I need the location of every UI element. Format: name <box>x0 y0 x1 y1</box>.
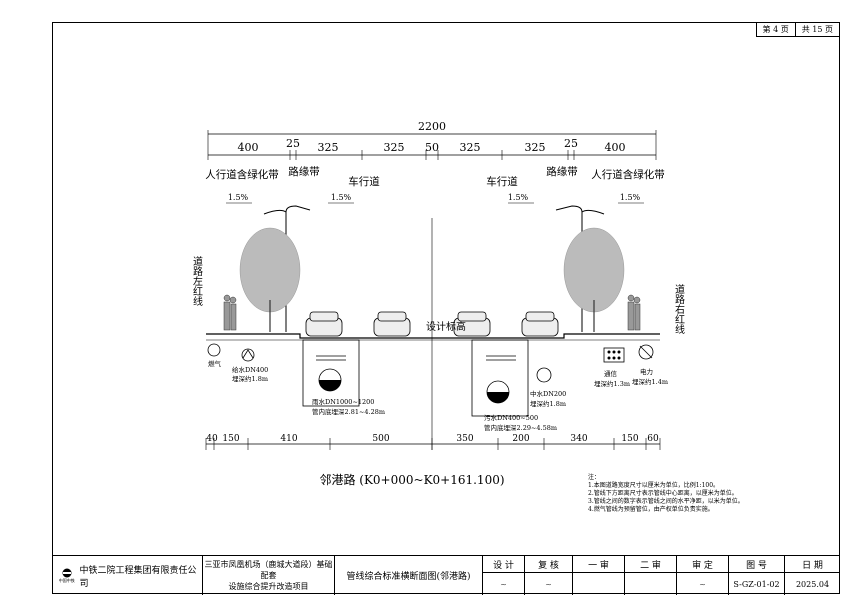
label-power: 电力 <box>640 367 653 376</box>
drawing-no-label: 图 号 <box>729 556 784 573</box>
drawing-no-cell: 图 号 S-GZ-01-02 <box>729 556 785 595</box>
project-cell: 三亚市凤凰机场（鹿城大道段）基础配套 设施综合提升改造项目 <box>203 556 335 595</box>
dim-bottom-7: 340 <box>570 434 587 444</box>
label-sewage-1: 污水DN400~500 <box>484 413 538 422</box>
zone-left-curb: 路缘带 <box>288 165 320 178</box>
design-signature: ~ <box>500 579 507 589</box>
dim-seg-9: 400 <box>605 141 626 154</box>
drawing-no: S-GZ-01-02 <box>733 579 780 589</box>
zone-right-walk: 人行道含绿化带 <box>591 168 665 181</box>
review-cell: 复 核 ~ <box>525 556 573 595</box>
note-2: 2.管线下方距离尺寸表示管线中心距离，以厘米为单位。 <box>588 490 738 497</box>
notes: 注： 1.本图道路宽度尺寸以厘米为单位，比例1:100。 2.管线下方距离尺寸表… <box>588 474 744 514</box>
dim-bottom-6: 200 <box>512 434 529 444</box>
note-3: 3.管线之间的数字表示管线之间的水平净距，以米为单位。 <box>588 498 744 505</box>
second-review-label: 二 审 <box>625 556 676 573</box>
title-block: 中国中铁 中铁二院工程集团有限责任公司 三亚市凤凰机场（鹿城大道段）基础配套 设… <box>52 555 840 595</box>
dim-bottom-1: 40 <box>206 434 218 444</box>
road-title: 邻港路 (K0+000~K0+161.100) <box>319 472 504 487</box>
dim-seg-4: 325 <box>384 141 405 154</box>
first-review-cell: 一 审 <box>573 556 625 595</box>
review-label: 复 核 <box>525 556 572 573</box>
slope-3: 1.5% <box>508 193 529 202</box>
dim-seg-6: 325 <box>460 141 481 154</box>
note-4: 4.燃气管线为预留管位，由产权单位负责实施。 <box>588 506 714 513</box>
zone-left-lane: 车行道 <box>348 175 380 188</box>
dim-bottom-3: 410 <box>280 434 297 444</box>
label-power-depth: 埋深约1.4m <box>632 377 668 386</box>
dim-seg-8: 25 <box>564 137 578 150</box>
label-gas: 燃气 <box>208 359 222 368</box>
slope-2: 1.5% <box>331 193 352 202</box>
date-value: 2025.04 <box>795 579 830 589</box>
label-telecom-depth: 埋深约1.3m <box>594 379 630 388</box>
dim-bottom-4: 500 <box>372 434 389 444</box>
label-water-depth: 埋深约1.8m <box>232 374 268 383</box>
zone-right-curb: 路缘带 <box>546 165 578 178</box>
slope-1: 1.5% <box>228 193 249 202</box>
drawing-title: 管线综合标准横断面图(邻港路) <box>335 556 483 595</box>
zone-right-lane: 车行道 <box>486 175 518 188</box>
project-line-1: 三亚市凤凰机场（鹿城大道段）基础配套 <box>204 560 333 580</box>
note-1: 1.本图道路宽度尺寸以厘米为单位，比例1:100。 <box>588 482 720 489</box>
approve-label: 审 定 <box>677 556 728 573</box>
project-line-2: 设施综合提升改造项目 <box>228 582 309 591</box>
label-reclaimed-1: 中水DN200 <box>530 389 566 398</box>
page-number: 第 4 页 <box>757 23 796 36</box>
dim-seg-7: 325 <box>525 141 546 154</box>
first-review-label: 一 审 <box>573 556 624 573</box>
crec-logo-icon <box>62 568 72 577</box>
dim-bottom-9: 60 <box>647 434 659 444</box>
label-reclaimed-2: 埋深约1.8m <box>530 399 566 408</box>
design-label: 设 计 <box>483 556 524 573</box>
approve-signature: ~ <box>699 579 706 589</box>
slope-4: 1.5% <box>620 193 641 202</box>
design-elevation: 设计标高 <box>426 320 466 333</box>
dim-bottom-5: 350 <box>456 434 473 444</box>
notes-heading: 注： <box>588 474 601 481</box>
red-line-right: 道路右红线 <box>673 283 685 334</box>
page-total: 共 15 页 <box>801 25 833 34</box>
label-sewage-2: 管内底埋深2.29~4.58m <box>484 423 557 432</box>
dim-seg-5: 50 <box>425 141 439 154</box>
dim-seg-1: 400 <box>238 141 259 154</box>
dim-total: 2200 <box>418 120 446 133</box>
date-label: 日 期 <box>785 556 840 573</box>
design-cell: 设 计 ~ <box>483 556 525 595</box>
page-info: 第 4 页 共 15 页 <box>755 22 840 37</box>
dim-seg-2: 25 <box>286 137 300 150</box>
label-water: 给水DN400 <box>232 365 268 374</box>
dim-bottom-8: 150 <box>621 434 638 444</box>
dim-seg-3: 325 <box>318 141 339 154</box>
company-name: 中铁二院工程集团有限责任公司 <box>79 565 197 589</box>
label-telecom: 通信 <box>604 369 618 378</box>
review-signature: ~ <box>545 579 552 589</box>
second-review-cell: 二 审 <box>625 556 677 595</box>
approve-cell: 审 定 ~ <box>677 556 729 595</box>
company-logo: 中国中铁 <box>58 568 76 584</box>
red-line-left: 道路左红线 <box>191 255 203 306</box>
dim-bottom-2: 150 <box>222 434 239 444</box>
zone-left-walk: 人行道含绿化带 <box>205 168 279 181</box>
logo-text: 中国中铁 <box>58 577 75 583</box>
label-storm-2: 管内底埋深2.81~4.28m <box>312 407 385 416</box>
label-storm-1: 雨水DN1000~1200 <box>312 397 374 406</box>
drawing-frame <box>52 22 840 594</box>
company-cell: 中国中铁 中铁二院工程集团有限责任公司 <box>52 556 203 595</box>
date-cell: 日 期 2025.04 <box>785 556 840 595</box>
